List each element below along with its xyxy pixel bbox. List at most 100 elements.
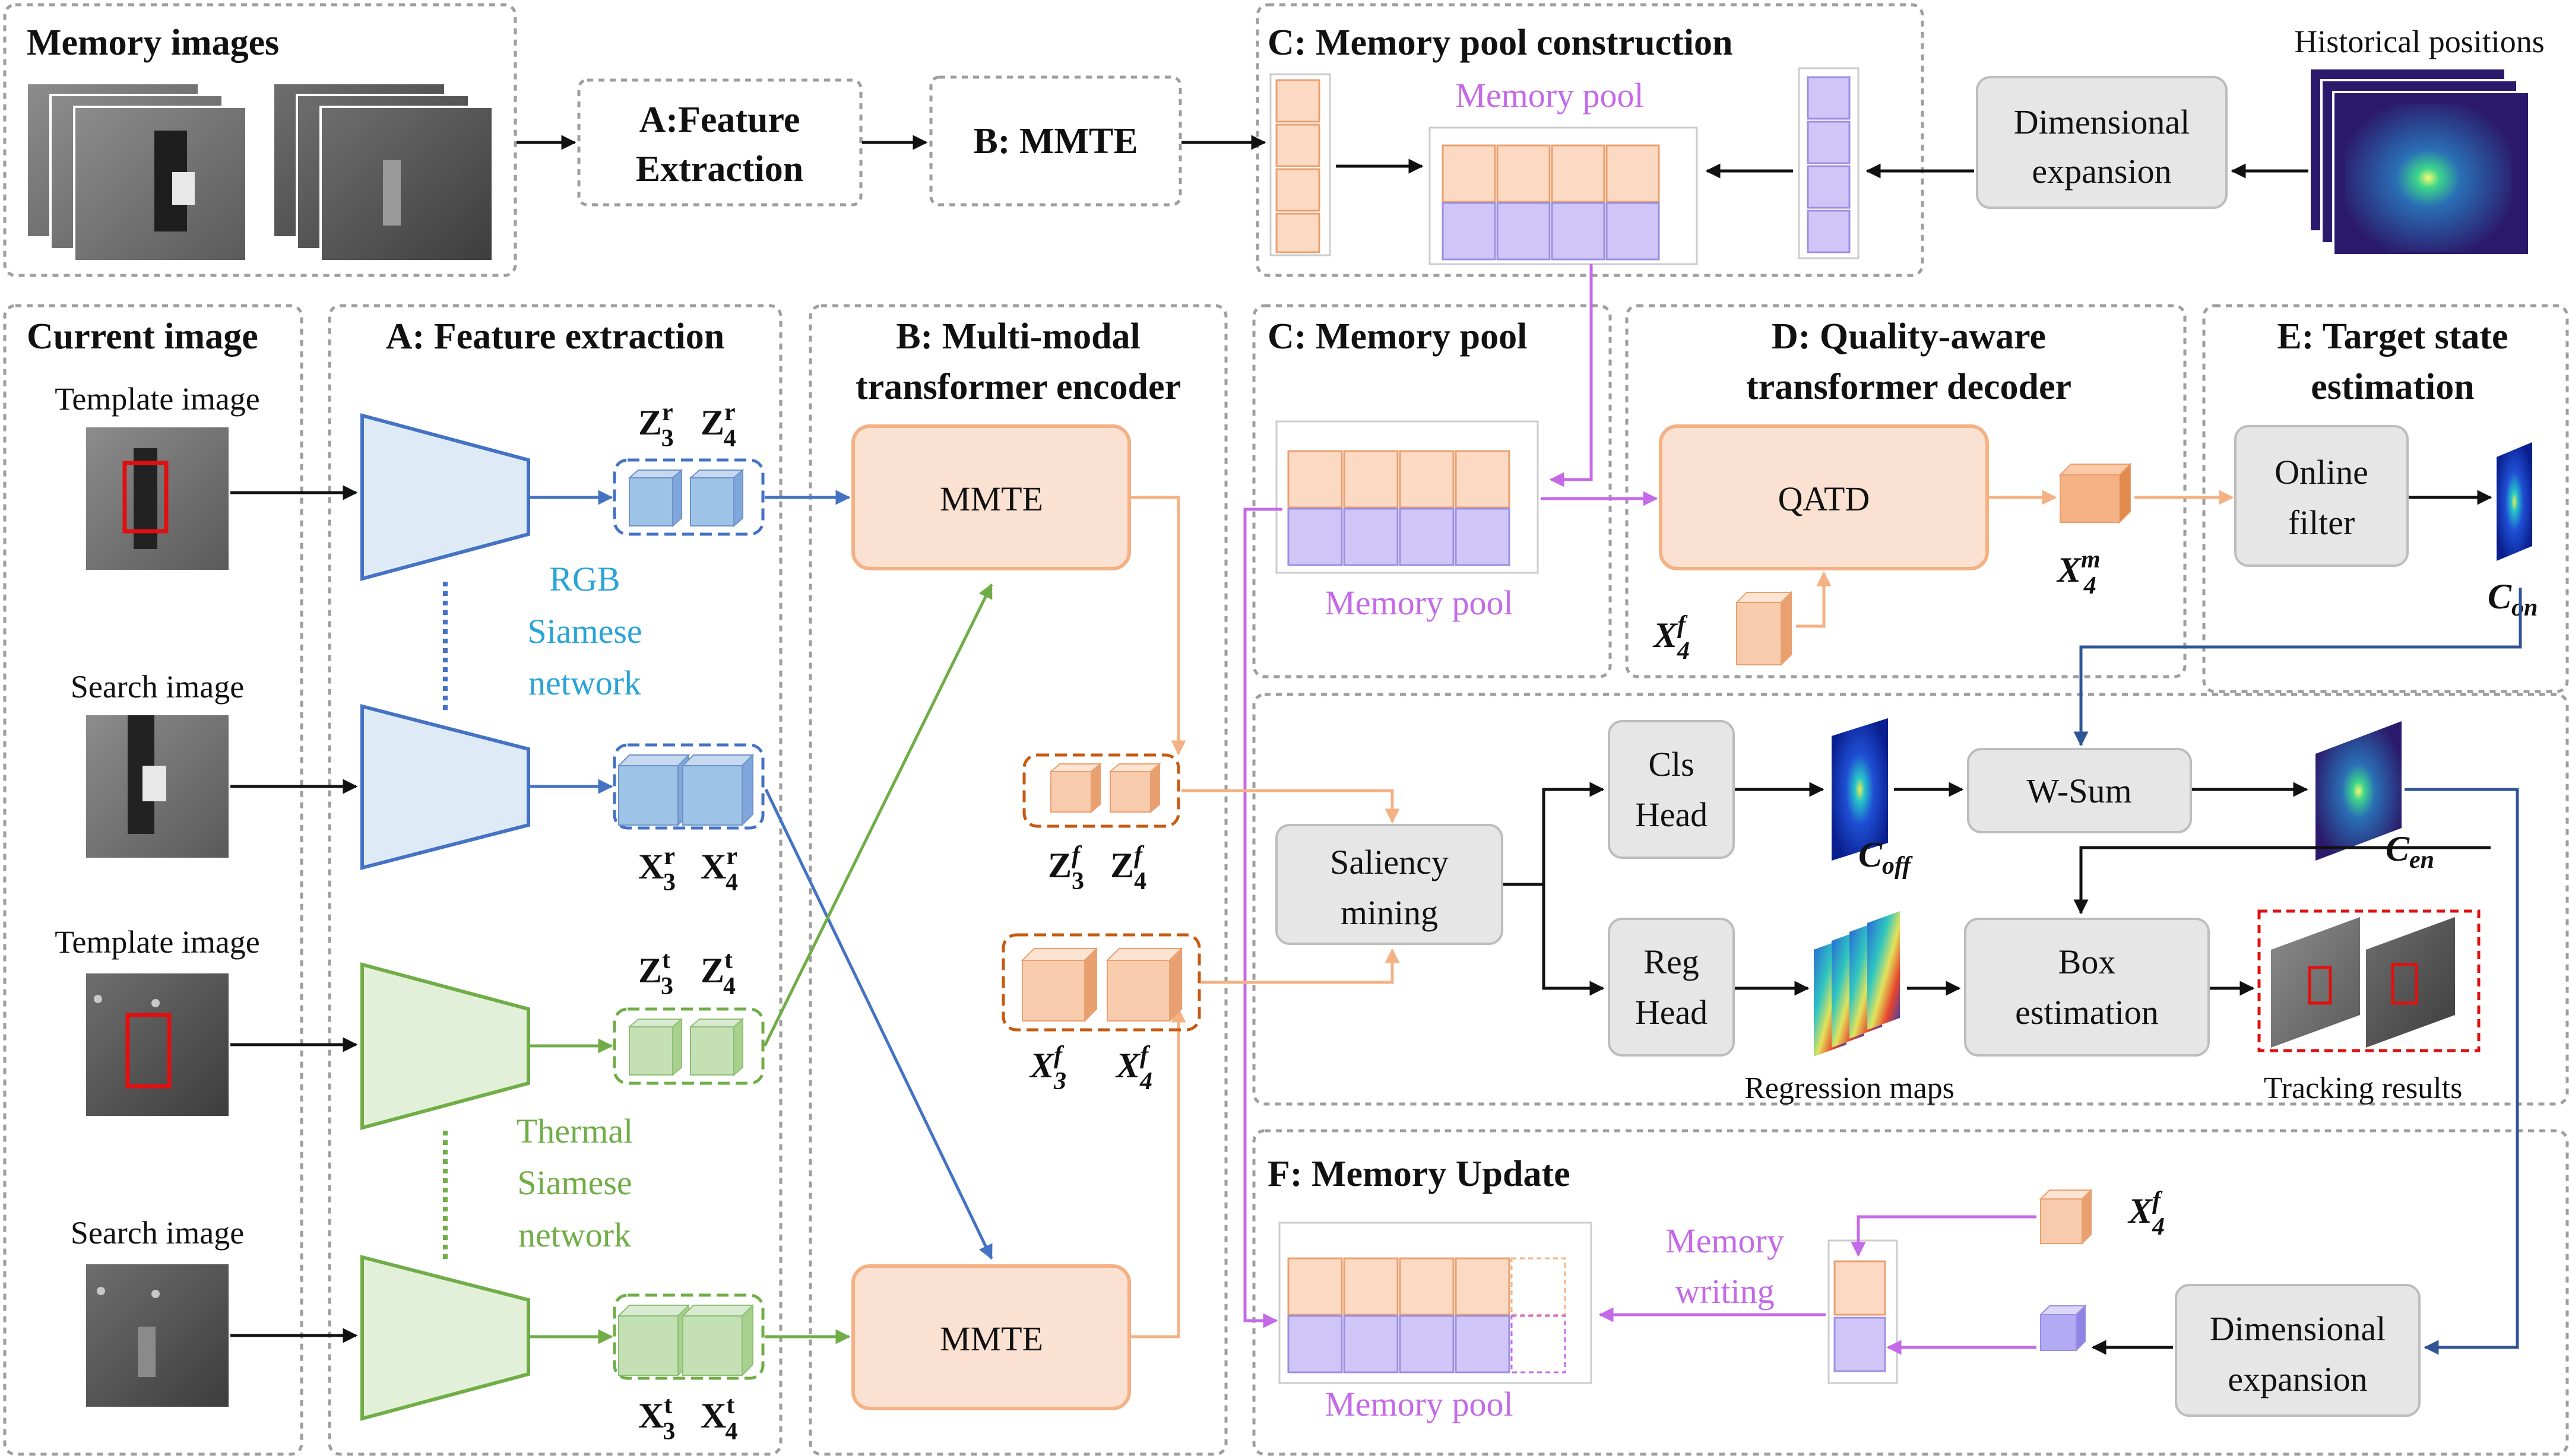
memory-images-stack-thermal: [272, 82, 494, 262]
feature-extraction-top-l2: Extraction: [636, 149, 803, 189]
memory-update-title: F: Memory Update: [1268, 1154, 1570, 1194]
feature-extraction-frame: [328, 304, 783, 1456]
reg-head-box: [1608, 918, 1735, 1057]
mmte-box-top: [929, 75, 1182, 207]
template-image-thermal: [86, 973, 229, 1116]
cross-modal-arrows: [763, 490, 993, 1344]
memory-pool-bottom-block: [1278, 1222, 1592, 1384]
memory-pool-construction-frame: [1256, 3, 1924, 277]
cls-l1: Cls: [1648, 745, 1694, 783]
template-image-t-label: Template image: [55, 924, 260, 960]
decoder-title-l2: transformer decoder: [1746, 367, 2071, 407]
memory-images-stack-rgb: [26, 82, 248, 262]
encoder-title-l2: transformer encoder: [856, 367, 1181, 407]
dimensional-expansion-bottom-box: [2175, 1284, 2421, 1417]
heads-frame: [1252, 693, 2569, 1106]
memory-pool-construction-title: C: Memory pool construction: [1268, 23, 1732, 63]
rgb-backbone-template: [360, 413, 530, 581]
thermal-backbone-template: [360, 962, 530, 1130]
fused-to-saliency-arrows: [1181, 789, 1400, 984]
current-image-frame: [3, 304, 303, 1456]
dim-exp-top-l1: Dimensional: [2014, 103, 2190, 141]
arrow-x4f-to-entry: [1851, 1215, 2036, 1257]
reg-l2: Head: [1635, 993, 1708, 1032]
online-filter-l1: Online: [2275, 453, 2368, 491]
thermal-net-l1: Thermal: [517, 1112, 633, 1150]
arrow-query-to-qatd: [1796, 571, 1832, 628]
saliency-l2: mining: [1341, 893, 1438, 932]
dim-exp-top-l2: expansion: [2032, 152, 2171, 191]
tracking-results-label: Tracking results: [2264, 1071, 2463, 1105]
arrow-con-to-wsum: [2073, 588, 2522, 747]
memory-images-frame: [3, 3, 517, 277]
input-arrows: [230, 485, 358, 1343]
memory-flow-arrows: [1243, 264, 1658, 1328]
search-image-thermal: [86, 1264, 229, 1407]
encoder-output-arrows: [1130, 496, 1186, 1338]
c-off-label: Coff: [1858, 835, 1913, 880]
thermal-template-features: [613, 1007, 765, 1085]
cls-l2: Head: [1635, 795, 1708, 834]
mmte-bottom-box: [851, 1264, 1131, 1410]
memory-pool-mid-block: [1275, 420, 1539, 574]
mmte-bottom-text: MMTE: [940, 1319, 1043, 1358]
feature-extraction-box-top: [577, 78, 863, 207]
arrow-cen-to-dimexp: [2405, 788, 2519, 1355]
qatd-text: QATD: [1778, 480, 1870, 518]
wsum-box: [1967, 748, 2192, 833]
arrow-cen-to-box: [2073, 846, 2491, 915]
c-en-map: [2315, 721, 2402, 861]
purple-feature-column: [1798, 67, 1860, 259]
target-state-title-l1: E: Target state: [2277, 316, 2508, 357]
rgb-net-l1: RGB: [549, 560, 620, 598]
encoder-title-l1: B: Multi-modal: [896, 316, 1141, 357]
decoder-frame: [1625, 304, 2187, 678]
section-frames: [3, 3, 2569, 1456]
memory-pool-mid-label: Memory pool: [1325, 583, 1513, 622]
cls-head-box: [1608, 720, 1735, 859]
memory-entry-block: [1827, 1239, 1898, 1384]
qatd-box: [1659, 424, 1989, 570]
decoder-query-feature: [1735, 591, 1793, 667]
c-on-label: Con: [2488, 577, 2538, 621]
decoder-title-l1: D: Quality-aware: [1772, 316, 2046, 357]
saliency-mining-box: [1275, 824, 1503, 945]
online-filter-box: [2234, 425, 2409, 567]
regression-maps-image: [1814, 911, 1900, 1057]
thermal-net-l3: network: [518, 1216, 631, 1254]
reg-l1: Reg: [1643, 943, 1699, 981]
fused-search-features: [1002, 933, 1201, 1032]
memory-pool-section-title: C: Memory pool: [1268, 316, 1527, 357]
memory-writing-l1: Memory: [1665, 1222, 1784, 1260]
rgb-search-features: [613, 743, 765, 830]
regression-maps-label: Regression maps: [1744, 1071, 1955, 1105]
feature-extraction-top-l1: A:Feature: [639, 100, 800, 140]
fused-template-features: [1022, 753, 1180, 828]
feature-extraction-title: A: Feature extraction: [386, 316, 724, 357]
rgb-template-features: [613, 458, 765, 536]
dim-exp-bottom-l1: Dimensional: [2210, 1309, 2386, 1348]
dimensional-expansion-top-box: [1976, 76, 2228, 209]
c-off-map: [1832, 718, 1888, 861]
c-on-map: [2497, 442, 2532, 561]
dim-exp-bottom-l2: expansion: [2228, 1360, 2367, 1398]
memory-pool-bottom-label: Memory pool: [1325, 1385, 1513, 1423]
memory-pool-frame: [1252, 304, 1612, 678]
position-embedding-cube: [2039, 1304, 2087, 1352]
memory-update-feature: [2039, 1188, 2093, 1245]
thermal-search-features: [613, 1293, 765, 1380]
memory-images-title: Memory images: [27, 23, 279, 63]
